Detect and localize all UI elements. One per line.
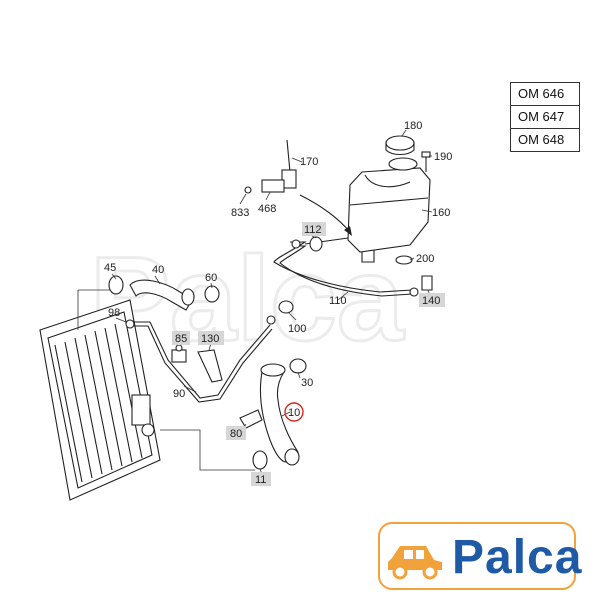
callout-85: 85 <box>175 333 187 345</box>
callout-190: 190 <box>434 151 452 163</box>
callout-200: 200 <box>416 253 434 265</box>
hose-110 <box>273 237 419 297</box>
callout-833: 833 <box>231 207 249 219</box>
engine-code-row: OM 648 <box>518 132 565 147</box>
clamp-100 <box>278 300 294 314</box>
watermark: Palca <box>89 231 407 368</box>
callout-140: 140 <box>422 295 440 307</box>
grommet-200 <box>395 255 413 265</box>
engine-code-row: OM 646 <box>511 83 579 106</box>
hose-40 <box>129 279 195 311</box>
callout-112: 112 <box>304 224 322 236</box>
logo-text: Palca <box>452 531 583 584</box>
svg-text:Palca: Palca <box>90 232 405 366</box>
label-box-112 <box>302 222 326 236</box>
callout-45: 45 <box>104 262 116 274</box>
reservoir-160 <box>347 157 431 263</box>
callout-180: 180 <box>404 120 422 132</box>
callout-468: 468 <box>258 203 276 215</box>
cap-180 <box>385 135 415 156</box>
label-box-11 <box>251 472 271 486</box>
callout-90: 90 <box>173 388 185 400</box>
label-box-140 <box>419 293 445 307</box>
engine-code-table: OM 646 OM 647 OM 648 <box>510 82 580 152</box>
clip-140 <box>421 275 433 291</box>
clamp-30 <box>289 358 307 374</box>
callout-100: 100 <box>288 323 306 335</box>
radiator <box>39 299 161 501</box>
clamp-11 <box>252 450 268 470</box>
clamp-112 <box>309 236 323 252</box>
highlight-circle-10 <box>284 402 304 422</box>
label-box-130 <box>198 331 224 345</box>
callout-170: 170 <box>300 156 318 168</box>
pipe-90 <box>125 315 276 403</box>
bracket-130 <box>197 349 223 383</box>
callout-160: 160 <box>432 207 450 219</box>
bracket-80 <box>239 409 263 429</box>
bolt-190 <box>421 151 431 172</box>
engine-code-row: OM 647 <box>511 106 579 129</box>
clamp-60 <box>204 285 220 303</box>
fitting-85 <box>171 344 187 363</box>
clamp-45 <box>108 275 124 295</box>
sensor-170 <box>244 139 297 194</box>
callout-11: 11 <box>255 474 266 486</box>
palca-logo: Palca <box>378 522 581 590</box>
callout-110: 110 <box>329 295 347 307</box>
label-box-85 <box>172 331 190 345</box>
hose-10 <box>259 363 300 466</box>
label-box-80 <box>226 426 246 440</box>
callout-80: 80 <box>230 428 242 440</box>
callout-30: 30 <box>301 377 313 389</box>
callout-60: 60 <box>205 272 217 284</box>
callout-10: 10 <box>288 407 300 419</box>
car-icon <box>388 546 442 580</box>
callout-130: 130 <box>201 333 219 345</box>
callout-98: 98 <box>108 307 120 319</box>
callout-40: 40 <box>152 264 164 276</box>
